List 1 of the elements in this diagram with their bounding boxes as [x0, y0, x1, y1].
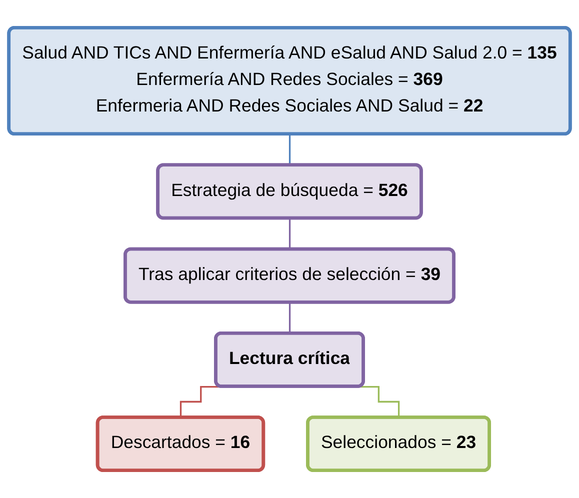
- connector: [288, 218, 291, 250]
